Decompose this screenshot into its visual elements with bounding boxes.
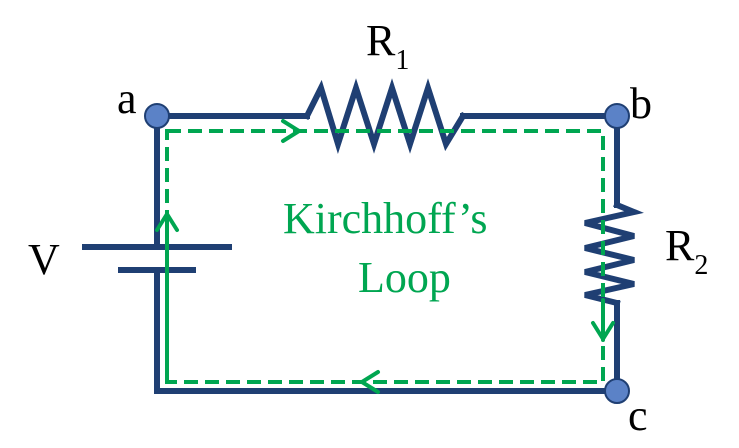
loop-arrows [155,119,615,394]
loop-arrow-left-head [155,212,179,232]
resistor-r1 [302,78,468,155]
node-label-a: a [117,74,137,123]
circuit-wires [154,78,644,394]
label-r1-subscript: 1 [395,45,409,76]
loop-label-line1: Kirchhoff’s [283,194,487,243]
loop-arrow-top-head [281,119,301,143]
battery [82,244,232,273]
node-a [144,103,170,129]
loop-arrow-right-head [591,321,615,341]
label-r1-letter: R [366,16,396,65]
label-v: V [28,235,60,284]
nodes [144,103,630,404]
node-label-c: c [628,391,648,440]
node-c [604,378,630,404]
label-r2: R2 [665,221,708,281]
label-r2-letter: R [665,221,695,270]
label-r2-subscript: 2 [694,250,708,281]
label-r1: R1 [366,16,409,76]
loop-label-line2: Loop [358,253,451,302]
node-label-b: b [630,79,652,128]
resistor-r2 [584,201,644,307]
loop-arrow-bottom-head [360,370,380,394]
node-b [604,103,630,129]
